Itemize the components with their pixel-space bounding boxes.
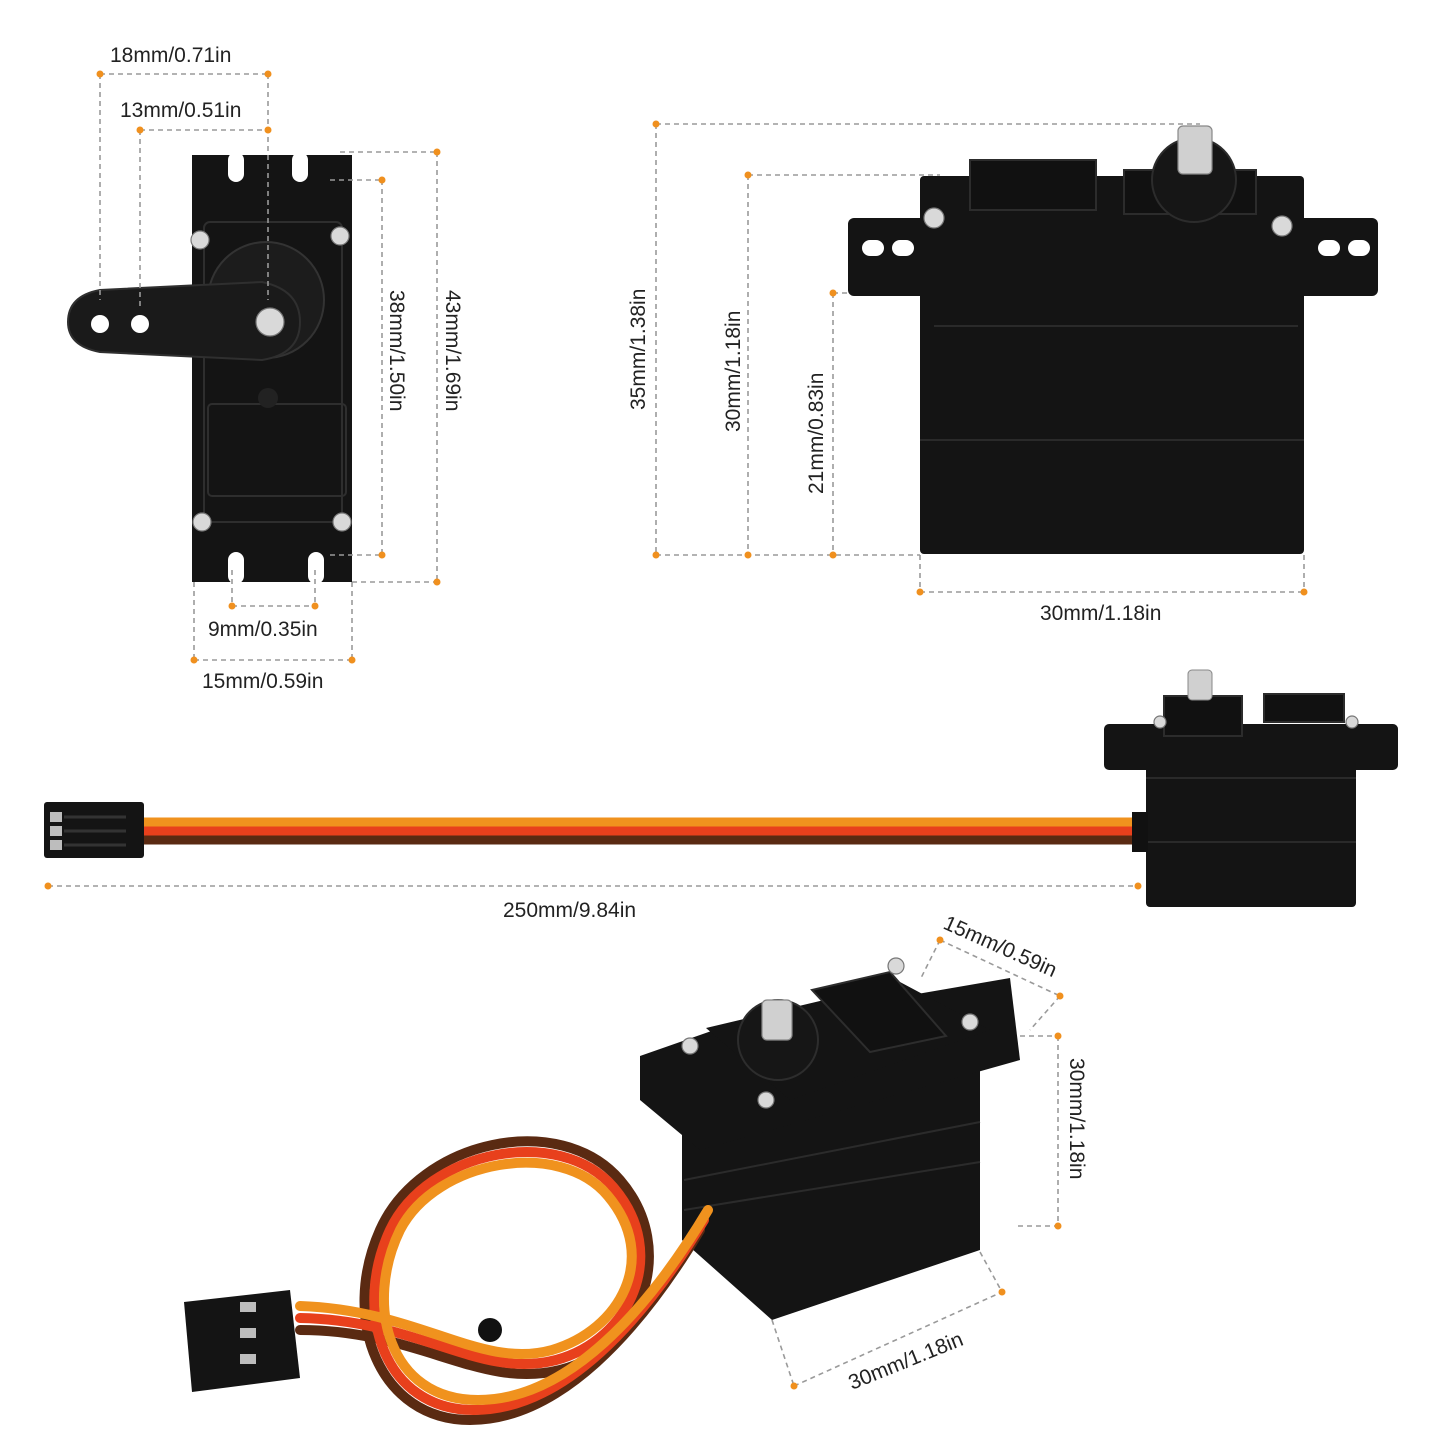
screw-icon — [1271, 215, 1293, 237]
perspective-depth-label: 15mm/0.59in — [940, 912, 1060, 982]
front-total-height-label: 43mm/1.69in — [441, 290, 464, 411]
screw-icon — [330, 226, 350, 246]
arm-hole — [131, 315, 149, 333]
screw-icon — [1345, 715, 1359, 729]
servo-side-view: 35mm/1.38in 30mm/1.18in 21mm/0.83in 30mm… — [627, 120, 1378, 625]
front-arm-length-label: 18mm/0.71in — [110, 44, 231, 67]
arm-hole — [91, 315, 109, 333]
servo-arm — [66, 280, 302, 362]
side-body-height-label: 30mm/1.18in — [722, 311, 745, 432]
mount-slot-top-right — [292, 152, 308, 182]
output-spline — [1187, 669, 1213, 701]
screw-icon — [887, 957, 905, 975]
screw-icon — [681, 1037, 699, 1055]
side-total-height-label: 35mm/1.38in — [627, 289, 650, 410]
perspective-length-label: 30mm/1.18in — [845, 1328, 966, 1395]
mount-hole — [1318, 240, 1340, 256]
mount-hole — [1348, 240, 1370, 256]
coiled-wire — [295, 1136, 713, 1426]
mount-hole — [892, 240, 914, 256]
output-spline — [1177, 125, 1213, 175]
screw-icon — [332, 512, 352, 532]
screw-icon — [192, 512, 212, 532]
side-lower-height-label: 21mm/0.83in — [805, 373, 828, 494]
mount-slot-bottom-right — [308, 552, 324, 584]
servo-cable-view: 250mm/9.84in — [44, 669, 1398, 922]
servo-perspective-view: 15mm/0.59in 30mm/1.18in 30mm/1.18in — [184, 912, 1088, 1426]
front-arm-hole-spacing-label: 13mm/0.51in — [120, 99, 241, 122]
perspective-height-label: 30mm/1.18in — [1065, 1058, 1088, 1179]
screw-icon — [1153, 715, 1167, 729]
screw-icon — [961, 1013, 979, 1031]
servo-front-view: 18mm/0.71in 13mm/0.51in 38mm/1.50in 43mm… — [66, 44, 464, 693]
connector-plug — [184, 1290, 300, 1392]
mount-slot-bottom-left — [228, 552, 244, 584]
horn-screw-icon — [255, 307, 285, 337]
front-slot-spacing-label: 9mm/0.35in — [208, 618, 318, 641]
side-body-length-label: 30mm/1.18in — [1040, 602, 1161, 625]
screw-icon — [190, 230, 210, 250]
front-body-width-label: 15mm/0.59in — [202, 670, 323, 693]
mount-hole — [862, 240, 884, 256]
cable-length-label: 250mm/9.84in — [503, 899, 636, 922]
screw-icon — [923, 207, 945, 229]
output-spline — [761, 999, 793, 1041]
screw-icon — [757, 1091, 775, 1109]
front-body-height-label: 38mm/1.50in — [385, 290, 408, 411]
mount-slot-top-left — [228, 152, 244, 182]
